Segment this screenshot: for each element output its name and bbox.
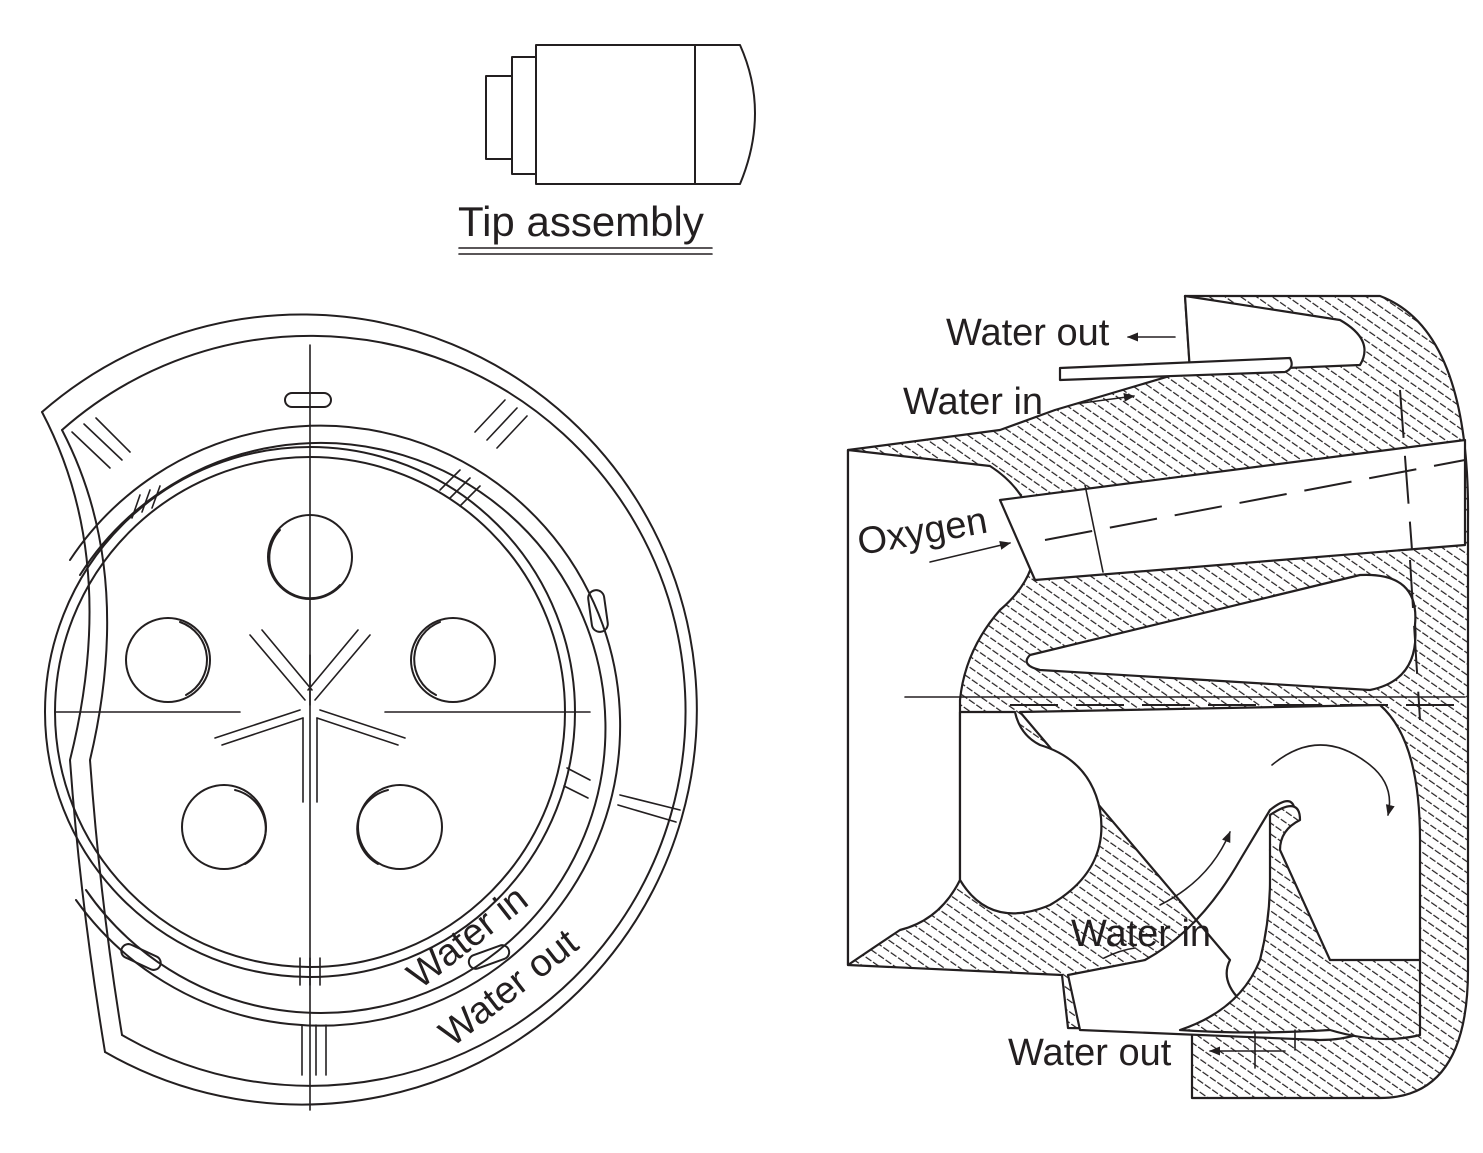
- flow-arrows: [929, 332, 1395, 1069]
- centre-channels: [214, 629, 406, 803]
- nozzle-holes: [125, 514, 496, 870]
- lance-face-view: [41, 313, 698, 1111]
- section-water-in-top-label: Water in: [903, 381, 1043, 423]
- section-water-out-top-label: Water out: [946, 312, 1110, 354]
- section-water-out-bottom-label: Water out: [1008, 1032, 1172, 1074]
- tip-title-underline: [458, 247, 713, 255]
- outer-ring-2: [61, 334, 687, 1087]
- tip-side-view: [485, 44, 756, 185]
- tip-title: Tip assembly: [458, 198, 704, 245]
- section-water-in-bottom-label: Water in: [1071, 913, 1211, 955]
- outer-ring: [41, 313, 698, 1106]
- lance-section-view: [846, 294, 1470, 1100]
